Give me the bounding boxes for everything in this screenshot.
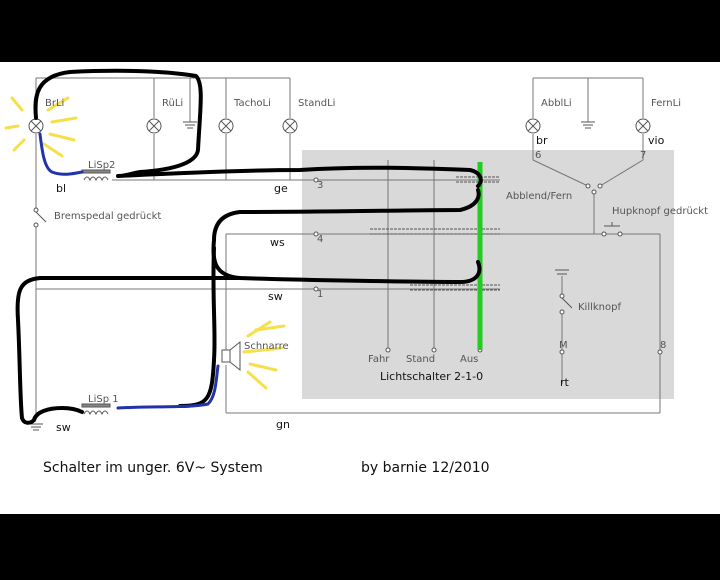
rueli-label: RüLi <box>162 98 183 109</box>
position-aus-label: Aus <box>460 354 478 365</box>
blue-wires <box>38 132 220 410</box>
wire-color-rt: rt <box>560 376 570 389</box>
wire-color-ge: ge <box>274 182 288 195</box>
horn-button-label: Hupknopf gedrückt <box>612 206 708 217</box>
terminal-8: 8 <box>660 340 666 351</box>
wire-color-br: br <box>536 134 548 147</box>
lisp2-label: LiSp2 <box>88 160 115 171</box>
brake-switch-label: Bremspedal gedrückt <box>54 211 161 222</box>
brli-label: BrLi <box>45 98 64 109</box>
lisp1-label: LiSp 1 <box>88 394 119 405</box>
fernli-label: FernLi <box>651 98 681 109</box>
wire-color-ws: ws <box>270 236 285 249</box>
wire-color-gn: gn <box>276 418 290 431</box>
tacholi-lamp-icon <box>218 118 234 134</box>
lisp1-coil-icon <box>81 403 111 416</box>
standli-label: StandLi <box>298 98 335 109</box>
terminal-4: 4 <box>317 234 323 245</box>
tacholi-label: TachoLi <box>233 98 271 109</box>
abbli-label: AbblLi <box>541 98 572 109</box>
kill-switch-label: Killknopf <box>578 302 621 313</box>
lamp-symbols <box>28 118 651 134</box>
dimmer-switch-icon <box>585 183 603 195</box>
wire-color-vio: vio <box>648 134 665 147</box>
terminal-1: 1 <box>317 289 323 300</box>
dimmer-label: Abblend/Fern <box>506 191 572 202</box>
light-switch-label: Lichtschalter 2-1-0 <box>380 370 483 383</box>
horn-label: Schnarre <box>244 341 289 352</box>
terminal-m: M <box>559 340 568 351</box>
horn-button-icon <box>601 222 623 237</box>
wire-color-bl: bl <box>56 182 66 195</box>
wire-color-sw-bottom: sw <box>56 421 71 434</box>
rueli-lamp-icon <box>146 118 162 134</box>
fernli-lamp-icon <box>635 118 651 134</box>
hand-drawn-wires <box>15 68 483 425</box>
brli-lamp-icon <box>28 118 44 134</box>
caption-right: by barnie 12/2010 <box>361 460 490 476</box>
wire-color-sw-mid: sw <box>268 290 283 303</box>
schematic-wires <box>35 77 661 415</box>
brli-glow <box>4 96 78 158</box>
caption-left: Schalter im unger. 6V~ System <box>43 460 263 476</box>
terminal-7: 7 <box>640 150 646 161</box>
brake-switch-icon <box>33 207 47 228</box>
position-stand-label: Stand <box>406 354 435 365</box>
abbli-lamp-icon <box>525 118 541 134</box>
horn-glow <box>242 320 286 390</box>
kill-switch-icon <box>559 293 573 355</box>
terminal-3: 3 <box>317 180 323 191</box>
standli-lamp-icon <box>282 118 298 134</box>
terminal-6: 6 <box>535 150 541 161</box>
light-switch-panel <box>302 150 674 399</box>
position-fahr-label: Fahr <box>368 354 390 365</box>
horn-speaker-icon <box>221 340 241 372</box>
